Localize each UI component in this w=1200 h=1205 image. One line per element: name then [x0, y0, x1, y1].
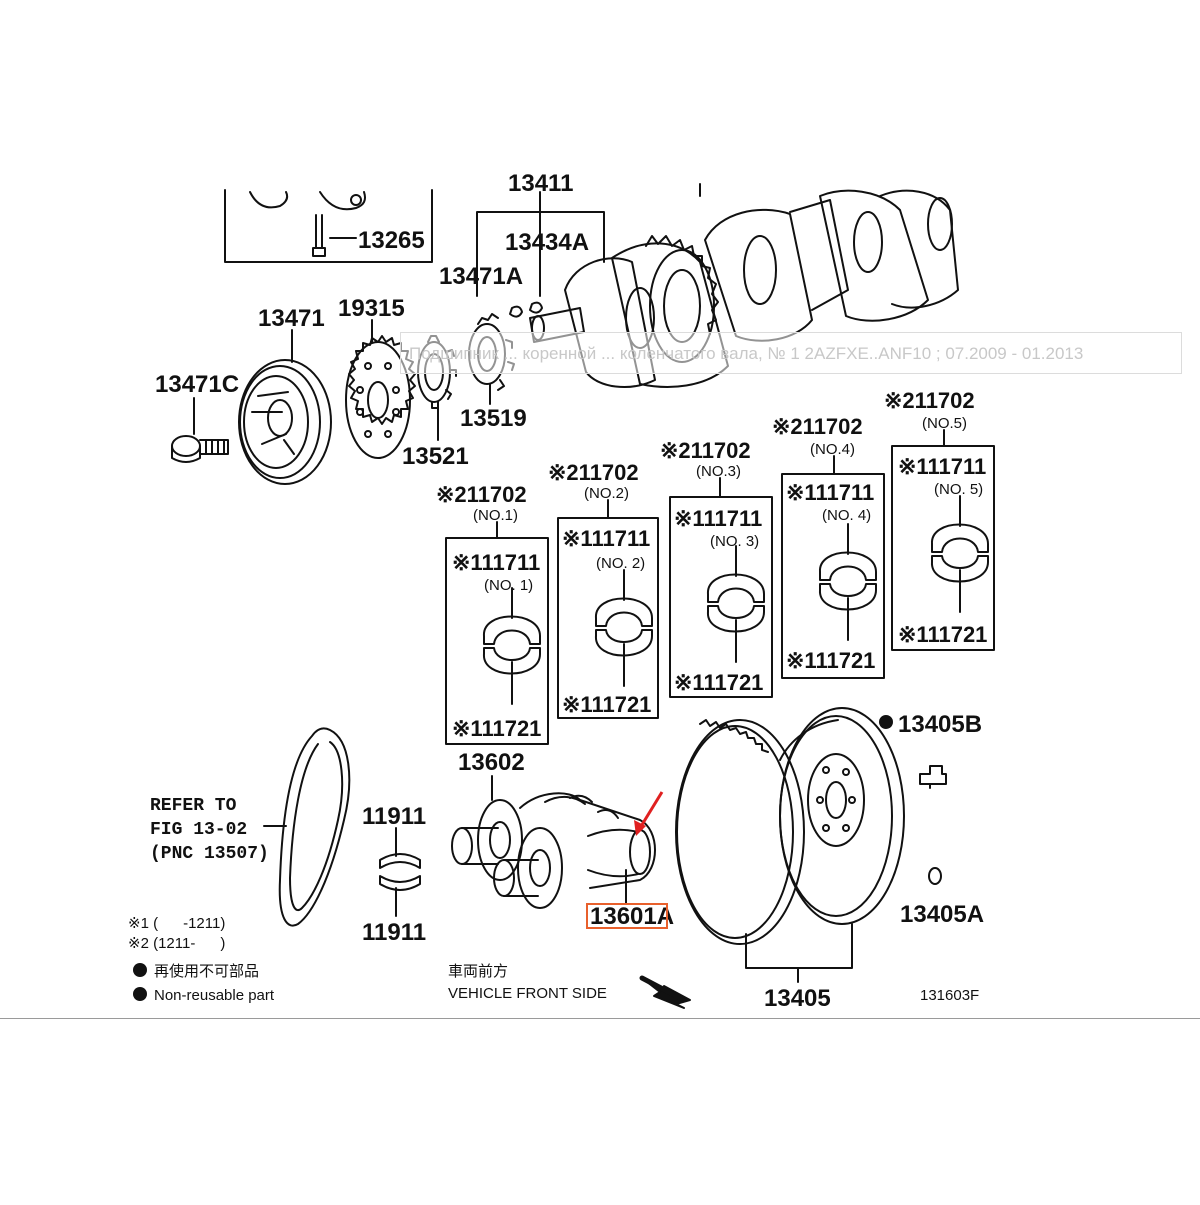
bearing-outer-label: ※211702 [436, 482, 527, 507]
camshaft-assembly [451, 775, 656, 909]
bearing-outer-no: (NO.5) [922, 415, 967, 432]
bearing-lower-label: ※111721 [898, 622, 987, 647]
nonreusable-marker [133, 987, 147, 1001]
bearing-boxes [445, 429, 995, 745]
bracket-13405 [745, 923, 853, 983]
part-number: 19315 [338, 295, 405, 322]
bearing-lower-label: ※111721 [674, 670, 763, 695]
red-pointer-arrow [634, 791, 664, 836]
pulley-13471 [238, 329, 332, 485]
part-number: 13601A [590, 903, 674, 930]
bearing-outer-no: (NO.4) [810, 441, 855, 458]
bolt-13471C [171, 397, 229, 463]
part-number: 13434A [505, 229, 589, 256]
bearing-outer-label: ※211702 [660, 438, 751, 463]
part-description-overlay: Подшипник ... коренной ... коленчатого в… [400, 332, 1182, 374]
refer-line-3: (PNC 13507) [150, 844, 269, 864]
bearing-upper-label: ※111711 [562, 526, 650, 551]
bearing-set-1: ※211702 (NO.1) ※111711 (NO. 1) ※111721 [436, 482, 541, 741]
bearing-upper-no: (NO. 5) [934, 481, 983, 498]
part-number: 13471C [155, 371, 239, 398]
front-arrow [639, 975, 691, 1009]
key-bracket [476, 191, 605, 318]
bottom-divider [0, 1018, 1200, 1019]
bearing-lower-label: ※111721 [786, 648, 875, 673]
note-2: ※2 (1211- ) [128, 935, 225, 952]
part-number: 13471 [258, 305, 325, 332]
bearing-upper-no: (NO. 4) [822, 507, 871, 524]
ring-gear [675, 719, 805, 945]
bearing-outer-label: ※211702 [884, 388, 975, 413]
bearing-outer-no: (NO.3) [696, 463, 741, 480]
part-number: 13602 [458, 749, 525, 776]
nonreusable-en: Non-reusable part [154, 987, 275, 1004]
bearing-upper-label: ※111711 [898, 454, 986, 479]
refer-line-2: FIG 13-02 [150, 820, 247, 840]
bearing-lower-label: ※111721 [562, 692, 651, 717]
nonreusable-marker [879, 715, 893, 729]
nonreusable-jp: 再使用不可部品 [154, 963, 259, 980]
part-number: 13405 [764, 985, 831, 1012]
part-number: 11911 [362, 803, 426, 830]
conrod-detail-box [224, 189, 433, 263]
flywheel [779, 707, 905, 925]
part-number: 13405A [900, 901, 984, 928]
part-number: 11911 [362, 919, 426, 946]
part-number: 13265 [358, 227, 425, 254]
bearing-set-4: ※211702 (NO.4) ※111711 (NO. 4) ※111721 [772, 414, 875, 673]
part-number: 13521 [402, 443, 469, 470]
bearing-outer-no: (NO.2) [584, 485, 629, 502]
bearing-upper-no: (NO. 1) [484, 577, 533, 594]
bearing-upper-no: (NO. 2) [596, 555, 645, 572]
bearing-lower-label: ※111721 [452, 716, 541, 741]
part-highlight-box [586, 903, 668, 929]
bearing-upper-label: ※111711 [786, 480, 874, 505]
part-number: 13519 [460, 405, 527, 432]
bearing-outer-label: ※211702 [548, 460, 639, 485]
vehicle-front-jp: 車両前方 [448, 963, 508, 980]
timing-chain [263, 727, 351, 927]
bolt-13405B [919, 765, 947, 789]
bearing-set-2: ※211702 (NO.2) ※111711 (NO. 2) ※111721 [548, 460, 651, 717]
nonreusable-marker [133, 963, 147, 977]
part-number: 13411 [508, 170, 573, 197]
bearing-outer-no: (NO.1) [473, 507, 518, 524]
bearing-upper-label: ※111711 [674, 506, 762, 531]
part-number: 13471A [439, 263, 523, 290]
figure-code: 131603F [920, 987, 979, 1004]
bearing-outer-label: ※211702 [772, 414, 863, 439]
bearing-upper-label: ※111711 [452, 550, 540, 575]
bearing-upper-no: (NO. 3) [710, 533, 759, 550]
refer-line-1: REFER TO [150, 796, 237, 816]
part-number: 13405B [898, 711, 982, 738]
note-1: ※1 ( -1211) [128, 915, 225, 932]
thrust-washers-11911 [379, 827, 421, 917]
vehicle-front-en: VEHICLE FRONT SIDE [448, 985, 607, 1002]
bearing-set-5: ※211702 (NO.5) ※111711 (NO. 5) ※111721 [884, 388, 987, 647]
washer-13405A [928, 867, 942, 885]
bearing-shells [482, 495, 989, 705]
bearing-set-3: ※211702 (NO.3) ※111711 (NO. 3) ※111721 [660, 438, 763, 695]
